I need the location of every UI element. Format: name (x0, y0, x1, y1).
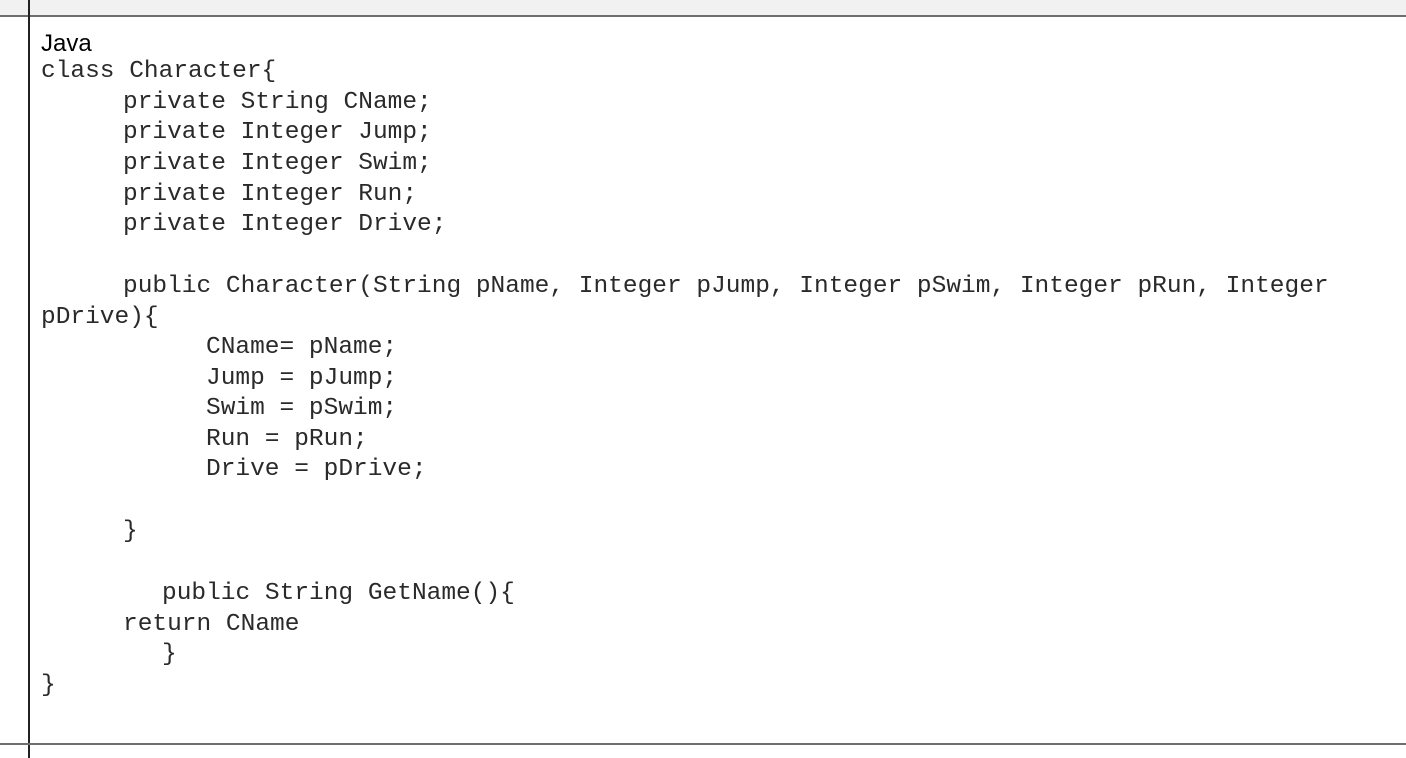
code-line: private Integer Swim; (123, 150, 432, 177)
code-line: Run = pRun; (206, 426, 368, 453)
code-line: public Character(String pName, Integer p… (123, 273, 1329, 300)
table-border-left (28, 0, 30, 758)
code-line: Jump = pJump; (206, 365, 398, 392)
code-line: private String CName; (123, 89, 432, 116)
language-label: Java (41, 30, 92, 57)
code-line: private Integer Run; (123, 181, 418, 208)
code-line: return CName (123, 611, 300, 638)
table-border-bottom (0, 743, 1406, 745)
code-line: Swim = pSwim; (206, 395, 398, 422)
code-line: } (41, 672, 56, 699)
code-line: pDrive){ (41, 304, 159, 331)
code-line: class Character{ (41, 58, 277, 85)
code-line: public String GetName(){ (162, 580, 515, 607)
code-line: CName= pName; (206, 334, 398, 361)
code-line: } (162, 641, 177, 668)
code-line: Drive = pDrive; (206, 456, 427, 483)
top-table-row (0, 0, 1406, 17)
code-line: private Integer Jump; (123, 119, 432, 146)
code-line: } (123, 518, 138, 545)
code-line: private Integer Drive; (123, 211, 447, 238)
